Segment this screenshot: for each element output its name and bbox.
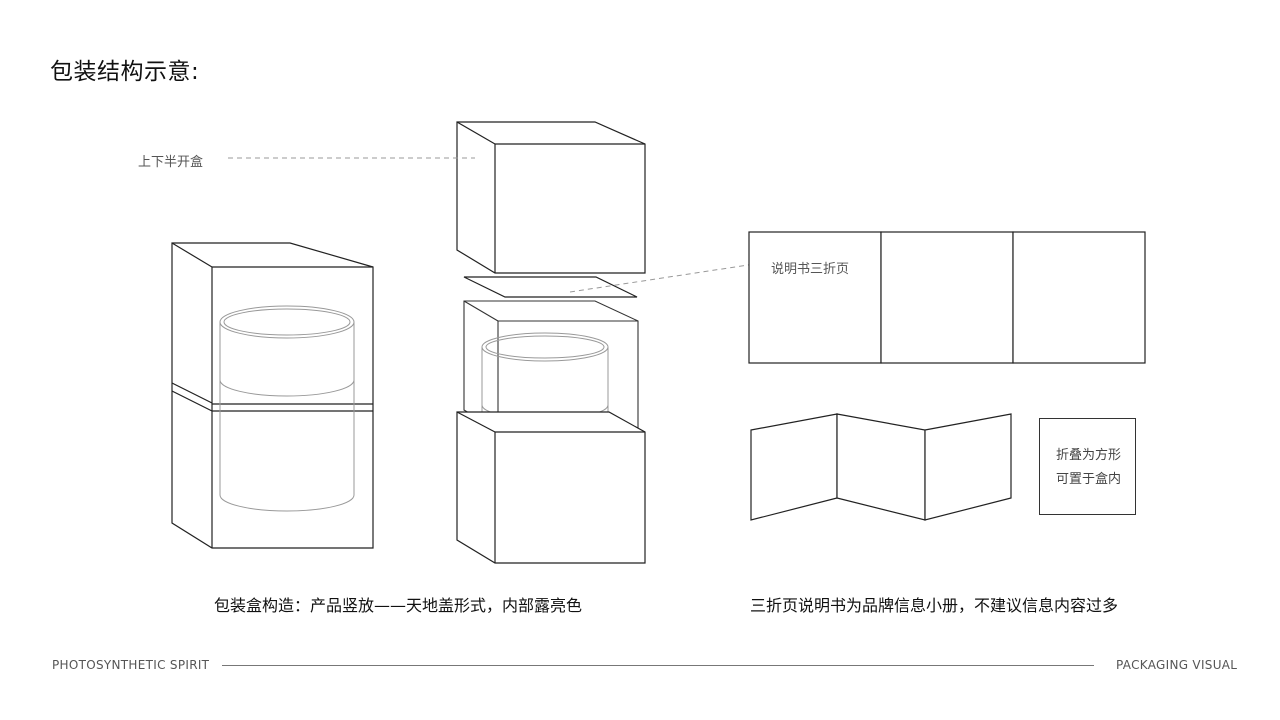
folded-square-note: 折叠为方形 可置于盒内 xyxy=(1039,418,1136,515)
box-lid xyxy=(456,121,646,274)
trifold-folded xyxy=(750,413,1012,521)
fold-note-line1: 折叠为方形 xyxy=(1055,448,1121,463)
page-title: 包装结构示意: xyxy=(50,59,200,85)
footer-left: PHOTOSYNTHETIC SPIRIT xyxy=(52,658,210,672)
box-base xyxy=(456,411,646,564)
fold-note-line2: 可置于盒内 xyxy=(1055,472,1121,487)
manual-leader xyxy=(569,261,769,293)
footer-right: PACKAGING VISUAL xyxy=(1116,658,1238,672)
box-caption: 包装盒构造：产品竖放——天地盖形式，内部露亮色 xyxy=(214,596,583,615)
assembled-box-inner-cylinder xyxy=(219,305,355,512)
manual-sheet xyxy=(463,276,638,298)
trifold-flat xyxy=(748,231,1146,364)
manual-trifold-label: 说明书三折页 xyxy=(771,262,850,277)
footer-divider xyxy=(222,665,1094,666)
inner-liner xyxy=(463,300,639,431)
manual-caption: 三折页说明书为品牌信息小册，不建议信息内容过多 xyxy=(750,596,1119,615)
half-box-label: 上下半开盒 xyxy=(138,155,204,170)
